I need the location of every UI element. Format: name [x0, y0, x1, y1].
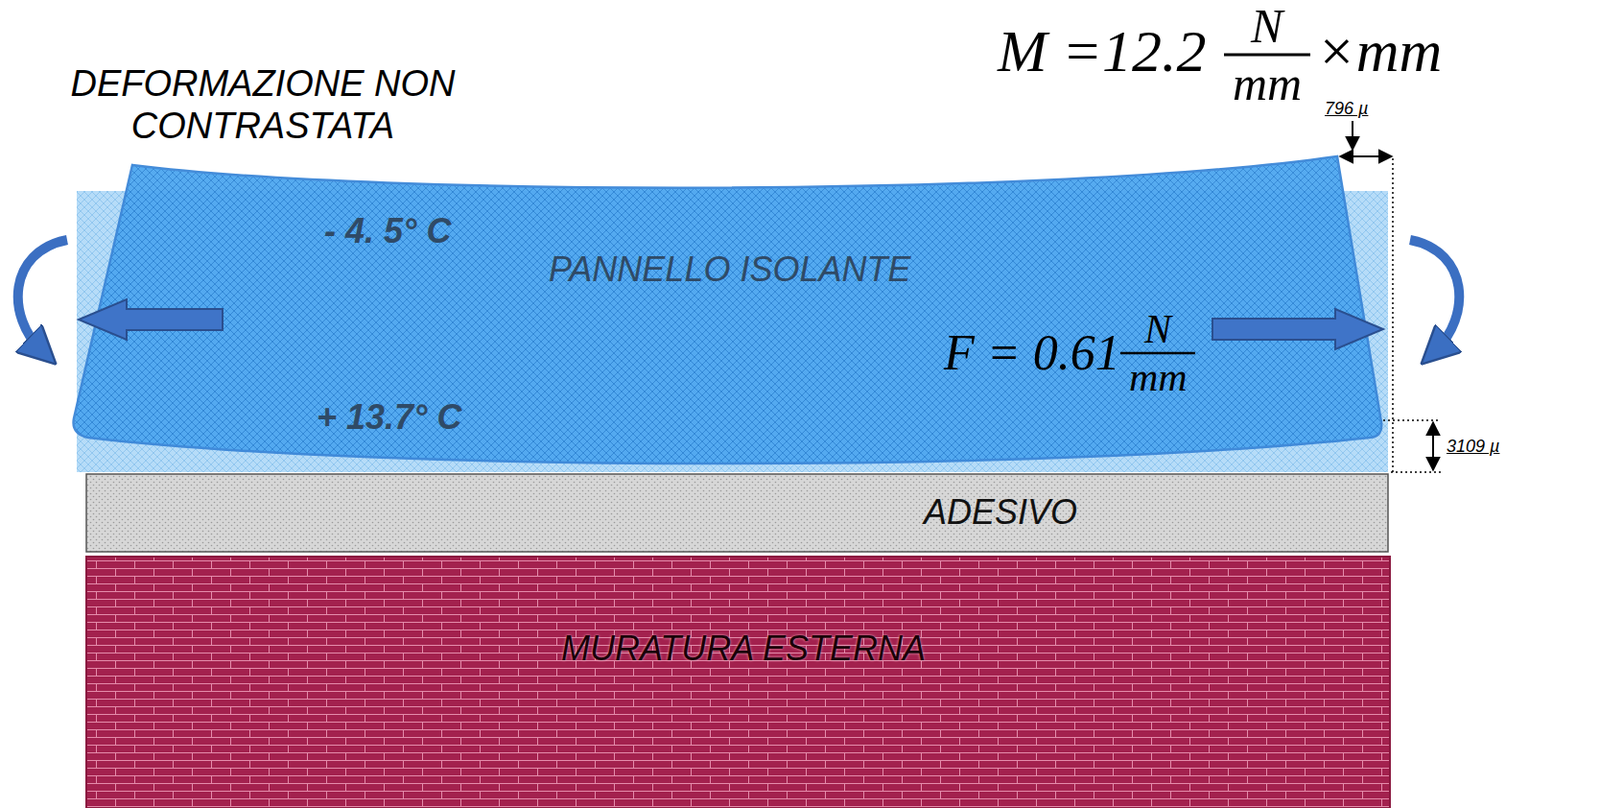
unit-numerator: N [1250, 1, 1283, 50]
masonry-label: MURATURA ESTERNA [561, 631, 926, 666]
adhesive-layer: ADESIVO [86, 473, 1389, 552]
moment-formula: M =12.2 [997, 21, 1206, 81]
dimension-label: 796 µ [1324, 99, 1368, 118]
unit-suffix: ×mm [1316, 21, 1442, 81]
unit-denominator: mm [1232, 59, 1302, 108]
force-formula: F = 0.61 [943, 328, 1121, 378]
temperature-label: + 13.7° C [316, 400, 463, 435]
adhesive-label: ADESIVO [923, 494, 1078, 530]
temperature-label: - 4. 5° C [324, 213, 451, 249]
unit-denominator: mm [1129, 356, 1188, 398]
dimension-label: 3109 µ [1446, 437, 1500, 455]
unit-numerator: N [1144, 308, 1172, 350]
panel-label: PANNELLO ISOLANTE [548, 252, 911, 287]
masonry-wall: MURATURA ESTERNA [86, 556, 1390, 808]
title-note: DEFORMAZIONE NON CONTRASTATA [13, 63, 513, 147]
insulation-panel: - 4. 5° C PANNELLO ISOLANTE + 13.7° C [76, 190, 1389, 472]
